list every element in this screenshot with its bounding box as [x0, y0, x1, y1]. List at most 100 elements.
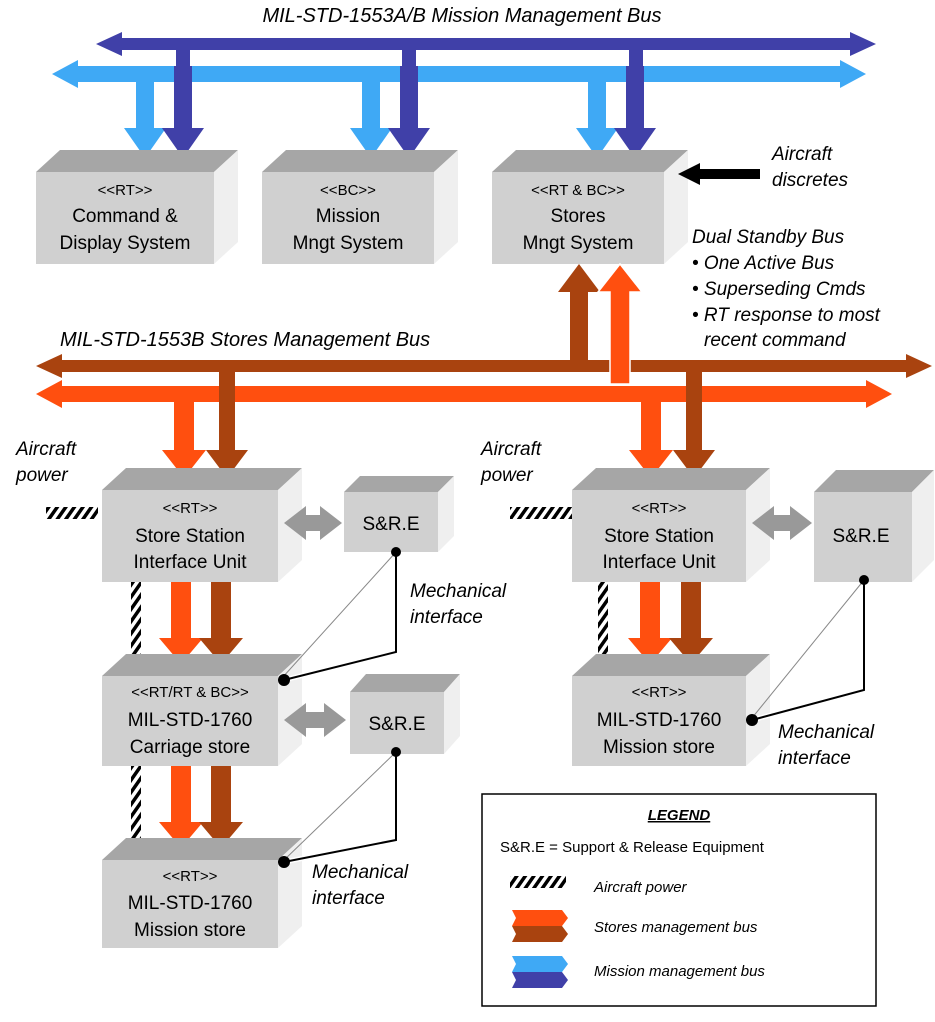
stores-mngt-system-box: <<RT & BC>> Stores Mngt System	[492, 150, 688, 264]
mission-store-right-box: <<RT>> MIL-STD-1760 Mission store	[572, 654, 770, 766]
mechanical-interface-note: interface	[410, 607, 483, 628]
legend-power-swatch	[510, 876, 566, 888]
sre-label: S&R.E	[832, 526, 889, 547]
stereotype-label: <<RT>>	[632, 500, 687, 517]
sre-box-1: S&R.E	[344, 476, 454, 552]
drop-arrow	[206, 384, 248, 478]
stub	[402, 50, 416, 66]
sre-box-3: S&R.E	[814, 470, 934, 582]
sms-up-arrow-light	[596, 262, 644, 385]
box-label: Stores	[551, 206, 606, 227]
dual-standby-title: Dual Standby Bus	[692, 227, 845, 248]
legend-mission-swatch-dark	[512, 972, 568, 988]
box-label: Interface Unit	[603, 552, 717, 573]
aircraft-power-vertical-hatch	[598, 582, 608, 662]
aircraft-discretes-note: discretes	[772, 170, 849, 191]
dual-standby-bullet: • Superseding Cmds	[692, 279, 866, 300]
stores-bus-title: MIL-STD-1553B Stores Management Bus	[60, 329, 430, 351]
mission-bus-dark	[96, 32, 876, 56]
box-label: Store Station	[604, 526, 714, 547]
ssiu-left-box: <<RT>> Store Station Interface Unit	[102, 468, 302, 582]
drop-arrow	[159, 582, 203, 664]
sre-label: S&R.E	[368, 714, 425, 735]
grey-double-arrow	[752, 506, 812, 540]
mission-bus	[52, 32, 876, 158]
box-label: Display System	[60, 233, 191, 254]
drop-arrow	[159, 766, 203, 848]
stub	[686, 372, 702, 384]
mechanical-interface-note: interface	[778, 748, 851, 769]
dual-standby-bullet-cont: recent command	[704, 330, 847, 351]
stub	[176, 50, 190, 66]
stores-bus-dark	[36, 354, 932, 378]
aircraft-power-hatch	[510, 507, 572, 519]
command-display-system-box: <<RT>> Command & Display System	[36, 150, 238, 264]
drop-arrow	[614, 66, 656, 158]
box-label: MIL-STD-1760	[128, 710, 253, 731]
drop-arrow	[124, 82, 166, 158]
drop-arrow	[673, 384, 715, 478]
mechanical-interface-note: Mechanical	[410, 581, 507, 602]
sms-up-arrow-dark	[558, 264, 600, 360]
drop-arrow	[199, 766, 243, 848]
box-label: Mission	[316, 206, 380, 227]
box-label: Mngt System	[293, 233, 404, 254]
legend-stores-swatch-light	[512, 910, 568, 926]
drop-arrow	[576, 82, 618, 158]
ssiu-right-box: <<RT>> Store Station Interface Unit	[572, 468, 770, 582]
legend-mission-label: Mission management bus	[594, 963, 765, 980]
box-label: Command &	[72, 206, 178, 227]
aircraft-power-vertical-hatch	[131, 766, 141, 840]
box-label: Mngt System	[523, 233, 634, 254]
drop-arrow	[350, 82, 392, 158]
mechanical-interface-lines	[278, 547, 869, 868]
dual-standby-bullet: • One Active Bus	[692, 253, 835, 274]
stereotype-label: <<RT>>	[163, 868, 218, 885]
aircraft-power-note: power	[480, 465, 533, 486]
box-label: Mission store	[134, 920, 246, 941]
stereotype-label: <<RT>>	[632, 684, 687, 701]
box-label: Store Station	[135, 526, 245, 547]
aircraft-power-note: power	[15, 465, 68, 486]
legend-power-label: Aircraft power	[593, 879, 688, 896]
legend-stores-label: Stores management bus	[594, 919, 758, 936]
mission-bus-light	[52, 60, 866, 88]
legend-title: LEGEND	[648, 807, 711, 824]
mechanical-interface-note: Mechanical	[778, 722, 875, 743]
aircraft-power-note: Aircraft	[480, 439, 542, 460]
stereotype-label: <<RT>>	[163, 500, 218, 517]
mission-bus-title: MIL-STD-1553A/B Mission Management Bus	[262, 5, 661, 27]
legend: LEGEND S&R.E = Support & Release Equipme…	[481, 793, 877, 1007]
box-label: Carriage store	[130, 737, 250, 758]
stores-bus-light	[36, 380, 892, 408]
legend-sre-definition: S&R.E = Support & Release Equipment	[500, 839, 765, 856]
mechanical-interface-note: interface	[312, 888, 385, 909]
aircraft-power-vertical-hatch	[131, 582, 141, 666]
box-label: Mission store	[603, 737, 715, 758]
drop-arrow	[628, 582, 672, 664]
stores-bus	[36, 262, 932, 478]
grey-double-arrow	[284, 703, 346, 737]
box-label: Interface Unit	[134, 552, 248, 573]
mission-store-left-box: <<RT>> MIL-STD-1760 Mission store	[102, 838, 302, 948]
stereotype-label: <<RT/RT & BC>>	[131, 684, 249, 701]
mission-mngt-system-box: <<BC>> Mission Mngt System	[262, 150, 458, 264]
stub	[629, 50, 643, 66]
sre-label: S&R.E	[362, 514, 419, 535]
aircraft-power-hatch	[46, 507, 98, 519]
legend-mission-swatch-light	[512, 956, 568, 972]
dual-standby-bullet: • RT response to most	[692, 305, 881, 326]
aircraft-power-note: Aircraft	[15, 439, 77, 460]
drop-arrow	[388, 66, 430, 158]
drop-arrow	[199, 582, 243, 664]
sre-box-2: S&R.E	[350, 674, 460, 754]
stereotype-label: <<RT>>	[98, 182, 153, 199]
legend-stores-swatch-dark	[512, 926, 568, 942]
stereotype-label: <<RT & BC>>	[531, 182, 625, 199]
drop-arrow	[162, 66, 204, 158]
drop-arrow	[162, 402, 206, 478]
stereotype-label: <<BC>>	[320, 182, 376, 199]
stub	[219, 372, 235, 384]
mechanical-interface-note: Mechanical	[312, 862, 409, 883]
